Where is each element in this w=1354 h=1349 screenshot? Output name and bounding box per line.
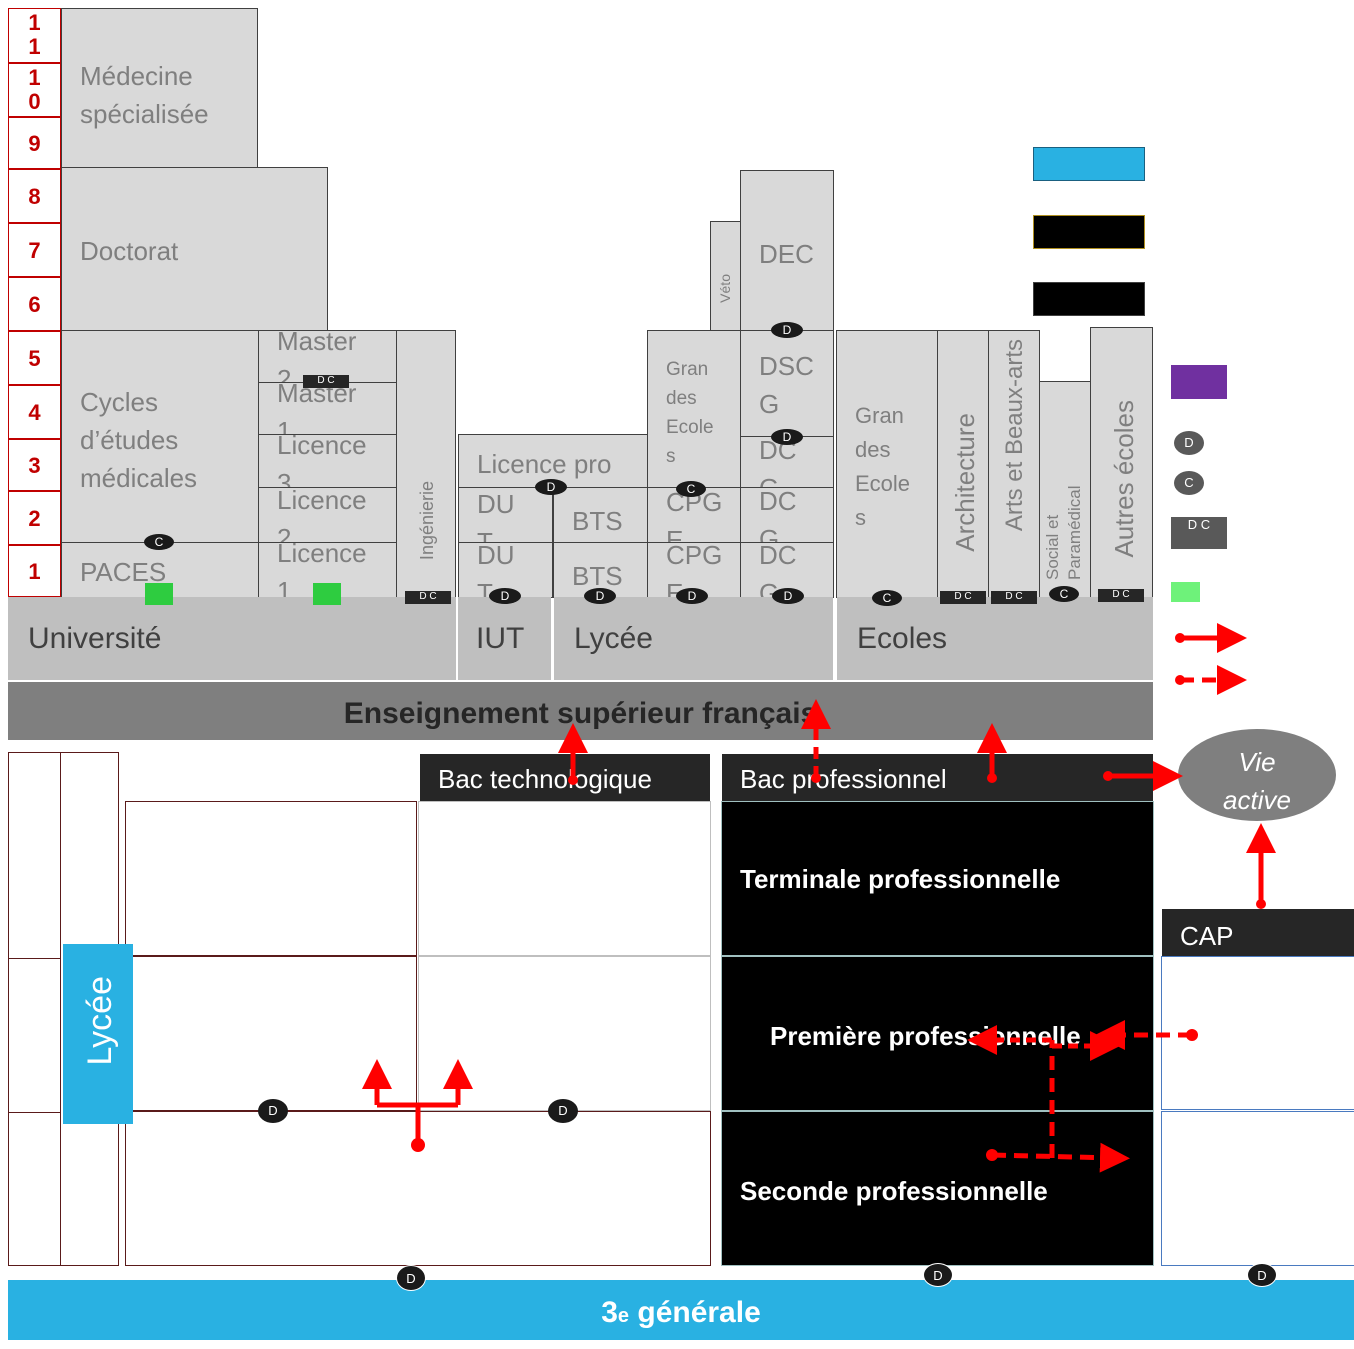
level-7: 7 (8, 223, 61, 277)
green-marker (313, 583, 341, 605)
box-grandes-ecoles-lycee: Gran des Ecole s (647, 330, 741, 488)
d-badge: D (489, 588, 521, 604)
box-ingenierie: Ingénierie (396, 330, 456, 598)
box-master2: Master 2 (258, 330, 397, 383)
box-social: Social et Paramédical (1039, 381, 1091, 598)
box-dec: DEC (740, 170, 834, 331)
institution-lycee: Lycée (554, 597, 833, 680)
d-badge: D (676, 588, 708, 604)
grid-cell (125, 801, 417, 956)
level-3: 3 (8, 439, 61, 491)
grid-cell (8, 1112, 61, 1266)
grid-cell (8, 752, 61, 959)
legend-swatch-blue (1033, 147, 1145, 181)
level-4: 4 (8, 385, 61, 439)
arrow-fork (374, 1078, 461, 1145)
level-10: 1 0 (8, 63, 61, 117)
box-licence3: Licence 3 (258, 434, 397, 488)
lycee-label-box: Lycée (63, 944, 133, 1124)
dc-badge: D C (991, 591, 1037, 604)
level-1: 1 (8, 545, 61, 597)
legend-swatch-purple (1171, 365, 1227, 399)
d-badge: D (771, 429, 803, 445)
box-arts: Arts et Beaux-arts (988, 330, 1040, 598)
d-badge: D (535, 479, 567, 495)
level-9: 9 (8, 117, 61, 169)
legend-swatch-black (1033, 215, 1145, 249)
legend-badge-d: D (1174, 431, 1204, 455)
c-badge: C (872, 590, 902, 606)
dc-badge: D C (1098, 589, 1144, 602)
d-badge: D (396, 1265, 426, 1291)
box-autres: Autres écoles (1090, 327, 1153, 598)
level-2: 2 (8, 491, 61, 545)
level-8: 8 (8, 169, 61, 223)
green-marker (145, 583, 173, 605)
cap-cell (1161, 1111, 1354, 1266)
bac-technologique: Bac technologique (420, 754, 710, 801)
box-bts-2: BTS (553, 487, 648, 543)
d-badge: D (548, 1099, 578, 1123)
level-11: 1 1 (8, 8, 61, 63)
vie-active: Vie active (1178, 729, 1336, 821)
institution-iut: IUT (458, 597, 551, 680)
institution-ecoles: Ecoles (837, 597, 1153, 680)
c-badge: C (144, 534, 174, 550)
legend-swatch-green (1171, 582, 1200, 602)
bac-professionnel: Bac professionnel (722, 754, 1153, 801)
d-badge: D (772, 588, 804, 604)
box-dut-2: DU T (458, 487, 553, 543)
box-cycles: Cycles d’études médicales (61, 330, 259, 543)
cap-bar: CAP (1162, 909, 1354, 956)
seconde-pro: Seconde professionnelle (721, 1111, 1154, 1266)
d-badge: D (771, 322, 803, 338)
d-badge: D (258, 1099, 288, 1123)
box-dscg: DSC G (740, 330, 834, 437)
terminale-pro: Terminale professionnelle (721, 801, 1154, 956)
dc-badge: D C (303, 375, 349, 388)
legend-badge-c: C (1174, 471, 1204, 495)
troisieme-generale: 3e générale (8, 1280, 1354, 1340)
level-5: 5 (8, 331, 61, 385)
grid-cell (418, 801, 711, 956)
dc-badge: D C (940, 591, 986, 604)
grid-cell (8, 958, 61, 1113)
dc-badge: D C (405, 591, 451, 604)
level-6: 6 (8, 277, 61, 331)
d-badge: D (584, 588, 616, 604)
box-grandes-ecoles: Gran des Ecole s (836, 330, 938, 598)
legend-swatch-black-2 (1033, 282, 1145, 316)
c-badge: C (676, 481, 706, 497)
premiere-pro: Première professionnelle (721, 956, 1154, 1111)
d-badge: D (1247, 1263, 1277, 1287)
d-badge: D (923, 1263, 953, 1287)
box-architecture: Architecture (937, 330, 989, 598)
c-badge: C (1049, 586, 1079, 602)
box-dcg-2: DC G (740, 487, 834, 543)
institution-universite: Université (8, 597, 456, 680)
legend-badge-dc: D C (1171, 517, 1227, 549)
box-dcg-3: DC G (740, 436, 834, 488)
box-medecine: Médecine spécialisée (61, 8, 258, 169)
